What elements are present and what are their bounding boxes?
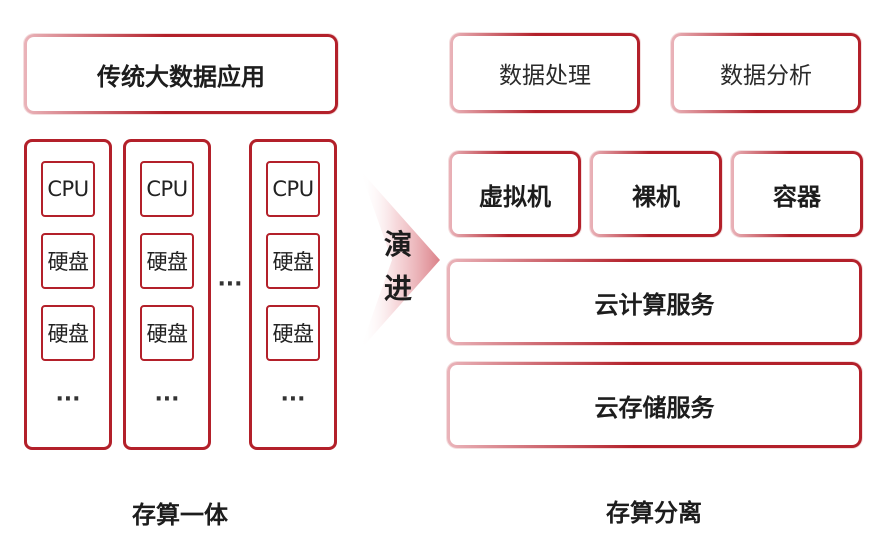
bare-metal-label: 裸机 [632, 182, 680, 211]
container-box: 容器 [731, 151, 863, 237]
disk-label-2b: 硬盘 [146, 322, 189, 346]
data-processing-label: 数据处理 [499, 63, 591, 89]
cpu-label-1: CPU [47, 177, 89, 201]
disk-label-1a: 硬盘 [47, 250, 90, 274]
cloud-storage-service-box: 云存储服务 [447, 362, 862, 448]
cloud-compute-service-box: 云计算服务 [447, 259, 862, 345]
between-columns-dots: ··· [217, 272, 243, 297]
cpu-label-2: CPU [146, 177, 188, 201]
left-caption: 存算一体 [132, 501, 228, 529]
disk-label-3b: 硬盘 [272, 322, 315, 346]
container-label: 容器 [773, 182, 821, 211]
right-caption: 存算分离 [606, 499, 702, 527]
traditional-big-data-app-box: 传统大数据应用 [24, 34, 338, 114]
disk-label-2a: 硬盘 [146, 250, 189, 274]
more-dots-1: ··· [55, 387, 81, 412]
cloud-storage-service-label: 云存储服务 [594, 393, 715, 422]
data-analysis-box: 数据分析 [671, 33, 861, 113]
virtual-machine-label: 虚拟机 [479, 182, 551, 211]
disk-cell-2a: 硬盘 [140, 233, 194, 289]
cpu-cell-2: CPU [140, 161, 194, 217]
more-dots-3: ··· [280, 387, 306, 412]
disk-cell-1b: 硬盘 [41, 305, 95, 361]
cpu-label-3: CPU [272, 177, 314, 201]
bare-metal-box: 裸机 [590, 151, 722, 237]
disk-cell-2b: 硬盘 [140, 305, 194, 361]
cpu-cell-1: CPU [41, 161, 95, 217]
more-dots-2: ··· [154, 387, 180, 412]
evolution-arrow-icon [360, 170, 440, 350]
evolution-label-2: 进 [383, 272, 412, 305]
disk-label-1b: 硬盘 [47, 322, 90, 346]
disk-cell-3b: 硬盘 [266, 305, 320, 361]
virtual-machine-box: 虚拟机 [449, 151, 581, 237]
cpu-cell-3: CPU [266, 161, 320, 217]
cloud-compute-service-label: 云计算服务 [594, 290, 715, 319]
data-analysis-label: 数据分析 [720, 63, 812, 89]
disk-cell-1a: 硬盘 [41, 233, 95, 289]
traditional-big-data-app-label: 传统大数据应用 [97, 62, 265, 91]
disk-cell-3a: 硬盘 [266, 233, 320, 289]
disk-label-3a: 硬盘 [272, 250, 315, 274]
evolution-label-1: 演 [383, 228, 412, 261]
data-processing-box: 数据处理 [450, 33, 640, 113]
